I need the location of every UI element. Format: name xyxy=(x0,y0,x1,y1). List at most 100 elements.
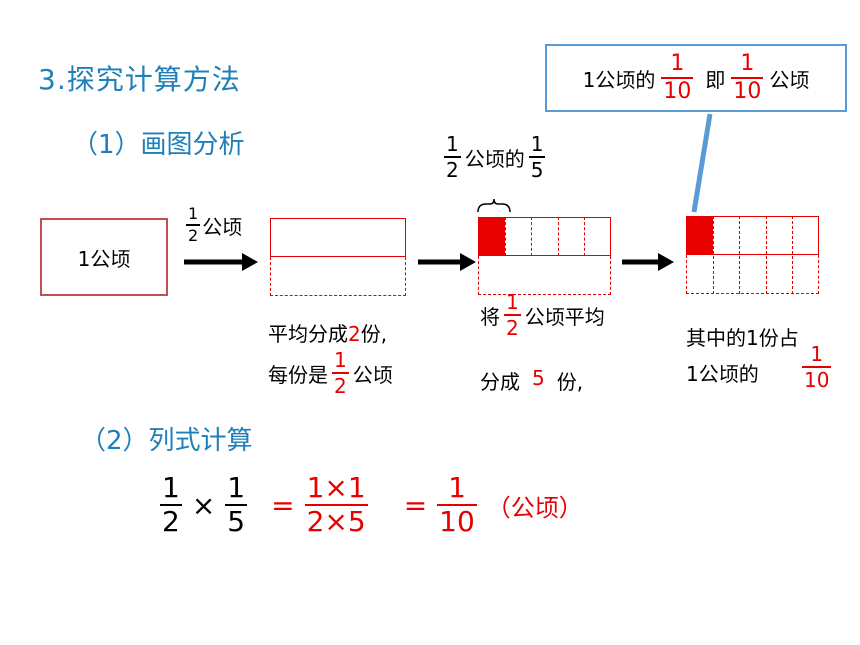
section-title: 3.探究计算方法 xyxy=(38,63,241,96)
equation-fraction-1: 1 2 xyxy=(160,474,182,536)
one-hectare-box: 1公顷 xyxy=(40,218,168,296)
callout-pointer xyxy=(691,113,713,213)
bottom-half xyxy=(478,256,611,295)
fraction-bar xyxy=(731,77,764,79)
caption-text: 分成 xyxy=(480,370,520,394)
arrow1-unit: 公顷 xyxy=(202,214,243,239)
fraction-denominator: 2 xyxy=(188,226,199,245)
equation-fraction-3: 1×1 2×5 xyxy=(304,471,368,538)
caption-text: 公顷 xyxy=(352,362,393,387)
arrow-1 xyxy=(184,253,258,271)
fraction-bar xyxy=(504,314,521,316)
arrow-3 xyxy=(622,253,674,271)
caption-number: 5 xyxy=(532,366,545,390)
caption-text: 每份是 xyxy=(268,362,328,387)
fraction-denominator: 5 xyxy=(530,158,544,182)
curly-brace xyxy=(477,198,511,213)
fraction-bar xyxy=(186,224,201,226)
fraction-bar xyxy=(160,504,182,506)
divider xyxy=(558,217,559,256)
fraction-numerator: 1 xyxy=(446,132,459,156)
caption-1-fraction: 1 2 xyxy=(332,350,349,396)
divider xyxy=(766,216,767,294)
fraction-bar xyxy=(437,504,477,506)
callout-suffix: 公顷 xyxy=(769,67,810,92)
fraction-denominator: 2 xyxy=(506,316,519,340)
callout-prefix: 1公顷的 xyxy=(582,67,656,92)
bottom-half xyxy=(270,257,406,296)
fraction-denominator: 2×5 xyxy=(306,505,366,538)
caption-3-line-2: 1公顷的 xyxy=(686,362,759,386)
divider xyxy=(739,216,740,294)
fraction-numerator: 1 xyxy=(810,342,824,366)
caption-2-fraction: 1 2 xyxy=(504,292,521,338)
subsection-title-calculation: （2）列式计算 xyxy=(80,426,253,456)
fraction-denominator: 2 xyxy=(162,505,180,538)
fraction-numerator: 1 xyxy=(740,51,755,76)
fraction-numerator: 1 xyxy=(162,471,180,504)
caption-2-line-1: 将 1 2 公顷平均 xyxy=(480,292,605,338)
divider xyxy=(531,217,532,256)
fraction-denominator: 5 xyxy=(227,505,246,538)
divider xyxy=(713,216,714,294)
fraction-denominator: 10 xyxy=(439,505,475,538)
fraction-denominator: 2 xyxy=(334,374,347,398)
equals-sign: = xyxy=(403,488,428,522)
fraction-bar xyxy=(225,504,248,506)
caption-1-line-1: 平均分成2份, xyxy=(268,318,387,347)
subsection-title-drawing: （1）画图分析 xyxy=(72,130,245,160)
callout-fraction-1: 1 10 xyxy=(661,51,694,104)
callout-fraction-2: 1 10 xyxy=(731,51,764,104)
fraction-bar xyxy=(661,77,694,79)
caption-3-line-1: 其中的1份占 xyxy=(686,326,799,350)
caption-text: 份, xyxy=(360,322,388,346)
fraction-denominator: 10 xyxy=(663,79,692,104)
bottom-half xyxy=(686,255,819,294)
caption-number: 2 xyxy=(348,322,361,346)
brace-fraction-2: 1 5 xyxy=(528,134,546,182)
fraction-numerator: 1 xyxy=(334,348,347,372)
caption-3-fraction: 1 10 xyxy=(802,342,832,392)
tenths-rectangle xyxy=(686,216,819,294)
equation-fraction-4: 1 10 xyxy=(437,474,477,536)
fraction-bar xyxy=(332,372,349,374)
fraction-bar xyxy=(528,156,546,158)
fraction-numerator: 1 xyxy=(670,51,685,76)
shaded-part xyxy=(478,217,505,256)
equation: 1 2 × 1 5 = 1×1 2×5 = 1 10 （公顷） xyxy=(160,474,583,536)
brace-text: 公顷的 xyxy=(464,146,525,171)
equation-fraction-2: 1 5 xyxy=(225,471,248,538)
equals-sign: = xyxy=(271,488,295,522)
caption-2-line-2: 分成 5 份, xyxy=(480,366,583,395)
caption-text: 平均分成 xyxy=(268,322,348,346)
brace-fraction-1: 1 2 xyxy=(444,134,461,180)
arrow1-label: 1 2 公顷 xyxy=(186,206,242,244)
fraction-numerator: 1 xyxy=(227,471,246,504)
divider xyxy=(505,217,506,256)
caption-1-line-2: 每份是 1 2 公顷 xyxy=(268,350,393,396)
fraction-bar xyxy=(802,366,832,368)
shaded-part xyxy=(686,216,713,255)
fraction-denominator: 10 xyxy=(804,368,830,392)
fraction-numerator: 1 xyxy=(188,204,199,223)
top-half xyxy=(270,218,406,257)
divider xyxy=(792,216,793,294)
fifths-rectangle xyxy=(478,217,611,295)
one-hectare-label: 1公顷 xyxy=(77,246,131,271)
brace-label: 1 2 公顷的 1 5 xyxy=(444,134,546,182)
half-split-rectangle xyxy=(270,218,406,296)
divider xyxy=(584,217,585,256)
arrow-2 xyxy=(418,253,476,271)
fraction-numerator: 1 xyxy=(448,471,466,504)
callout-mid: 即 xyxy=(705,67,726,92)
caption-text: 份, xyxy=(556,370,584,394)
fraction-bar xyxy=(444,156,461,158)
caption-text: 公顷平均 xyxy=(524,304,605,329)
fraction-denominator: 2 xyxy=(446,158,459,182)
caption-text: 将 xyxy=(480,304,500,329)
equation-unit: （公顷） xyxy=(486,493,583,522)
fraction-numerator: 1 xyxy=(506,290,519,314)
fraction-numerator: 1×1 xyxy=(306,471,366,504)
fraction-denominator: 10 xyxy=(733,79,762,104)
arrow1-fraction: 1 2 xyxy=(186,204,201,245)
